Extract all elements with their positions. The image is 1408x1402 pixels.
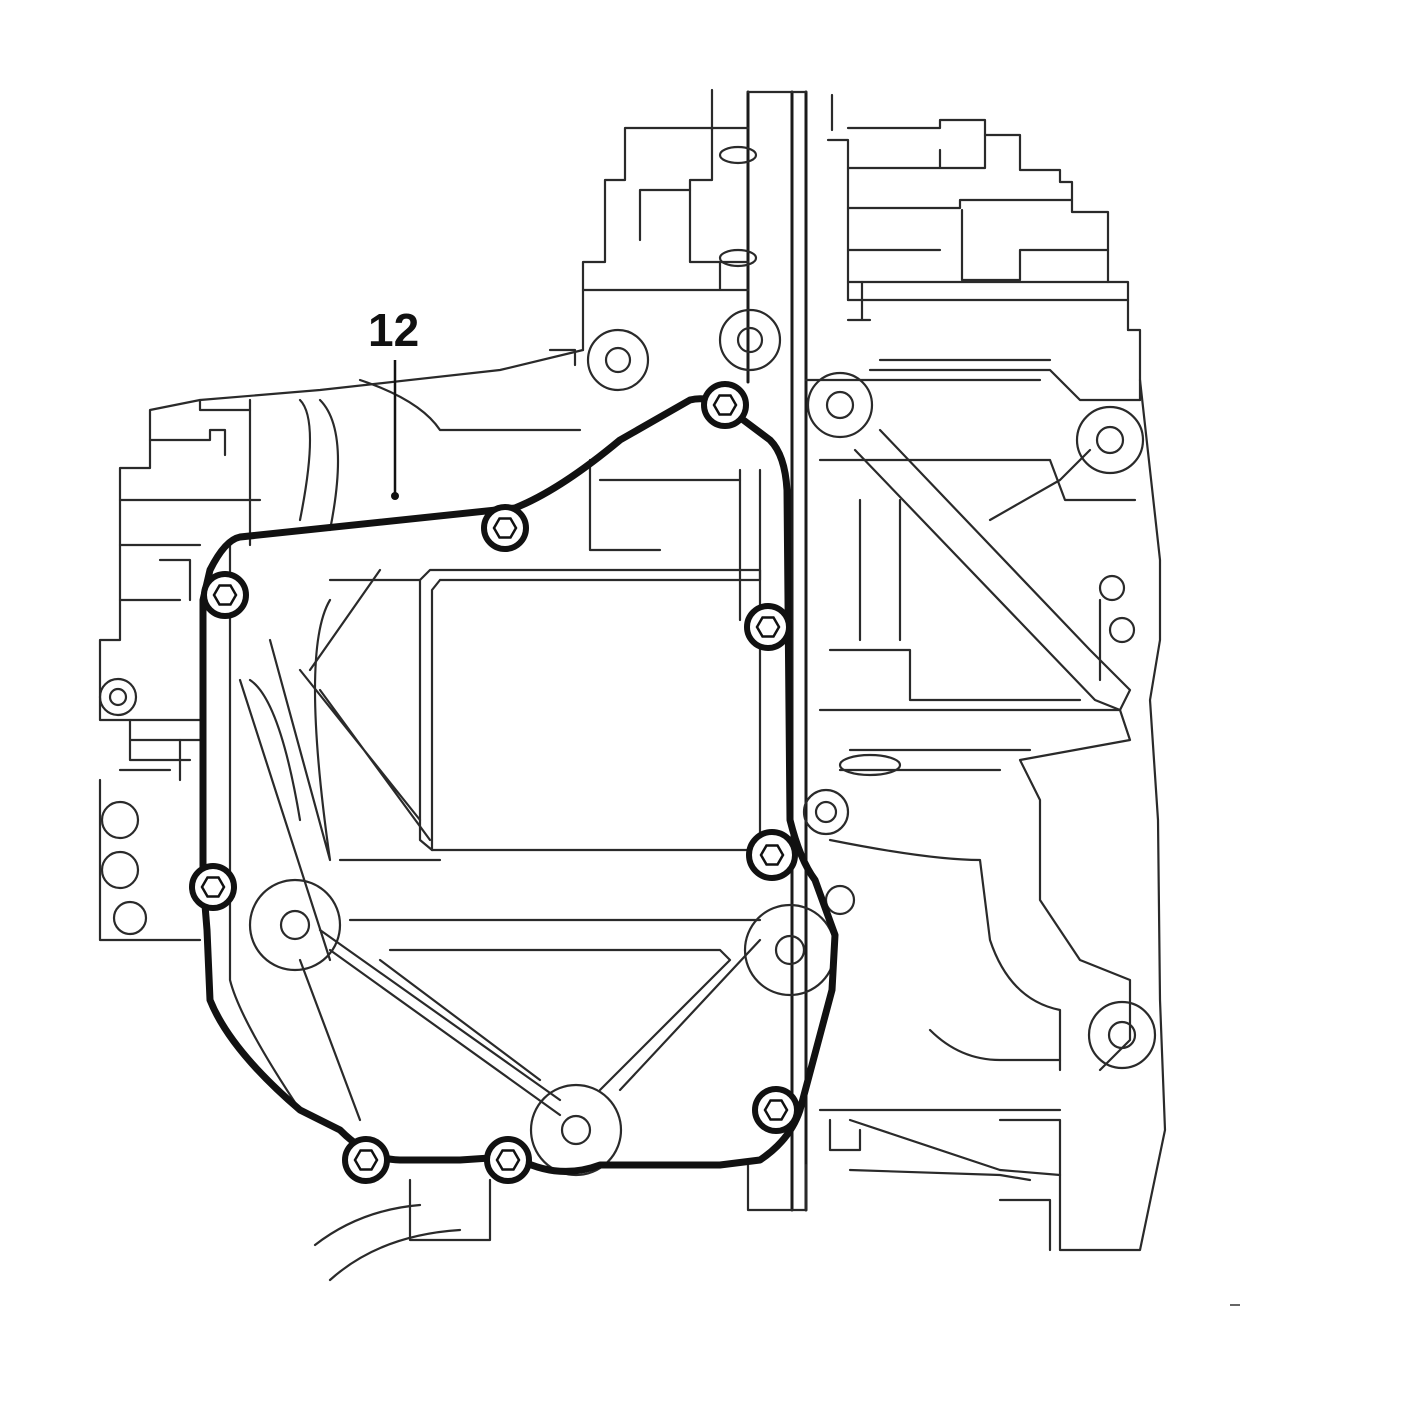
housing-bosses (98, 308, 1157, 1177)
callout-12: 12 (368, 304, 419, 500)
callout-label: 12 (368, 304, 419, 356)
cover-bolt (484, 1136, 532, 1184)
cover-ribs (228, 458, 762, 1132)
left-housing (98, 348, 585, 1282)
upper-housing (581, 88, 1142, 1212)
cover-bolt (189, 863, 237, 911)
cover-bolt (201, 571, 249, 619)
cover-bolt (746, 829, 798, 881)
cover-bolts (189, 381, 800, 1184)
leader-dot (391, 492, 399, 500)
cover-bolt (744, 603, 792, 651)
cover-bolt (752, 1086, 800, 1134)
cover-bolt (701, 381, 749, 429)
cover-bolt (481, 504, 529, 552)
right-housing (746, 358, 1167, 1252)
cover-bolt (342, 1136, 390, 1184)
